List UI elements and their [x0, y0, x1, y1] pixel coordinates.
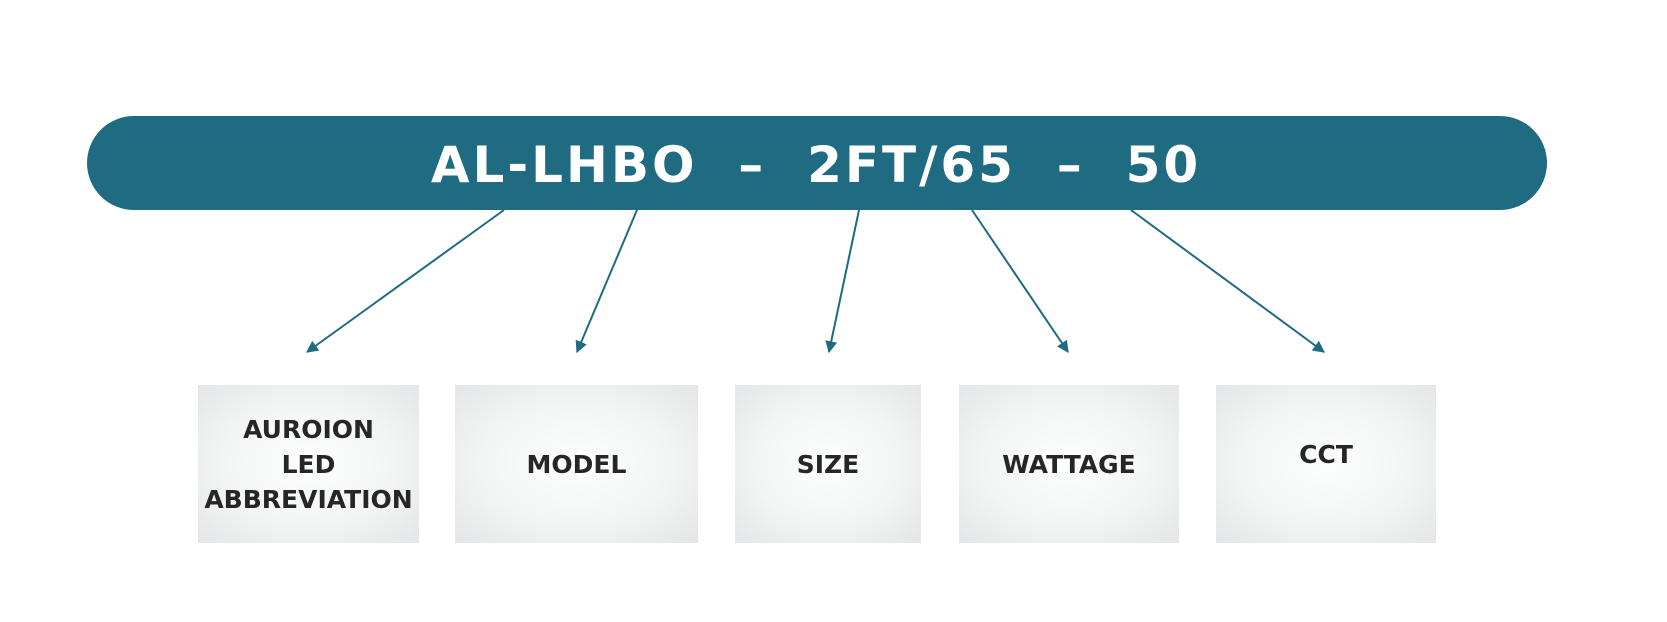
- arrow-to-wattage: [971, 209, 1069, 353]
- model-label: MODEL: [526, 449, 627, 479]
- model-box: MODEL: [455, 385, 698, 543]
- arrow-to-cct: [1130, 209, 1325, 353]
- abbreviation-label: AUROION LED ABBREVIATION: [204, 414, 413, 514]
- product-code-banner: AL-LHBO – 2FT/65 – 50: [87, 116, 1547, 210]
- cct-label: CCT: [1299, 439, 1353, 469]
- size-box: SIZE: [735, 385, 921, 543]
- wattage-label: WATTAGE: [1002, 449, 1136, 479]
- product-code-text: AL-LHBO – 2FT/65 – 50: [430, 136, 1202, 194]
- arrow-to-abbreviation: [306, 209, 505, 353]
- cct-box: CCT: [1216, 385, 1436, 543]
- arrow-to-model: [575, 209, 638, 354]
- wattage-box: WATTAGE: [959, 385, 1179, 543]
- abbreviation-box: AUROION LED ABBREVIATION: [198, 385, 419, 543]
- size-label: SIZE: [796, 449, 860, 479]
- arrow-to-size: [825, 209, 860, 354]
